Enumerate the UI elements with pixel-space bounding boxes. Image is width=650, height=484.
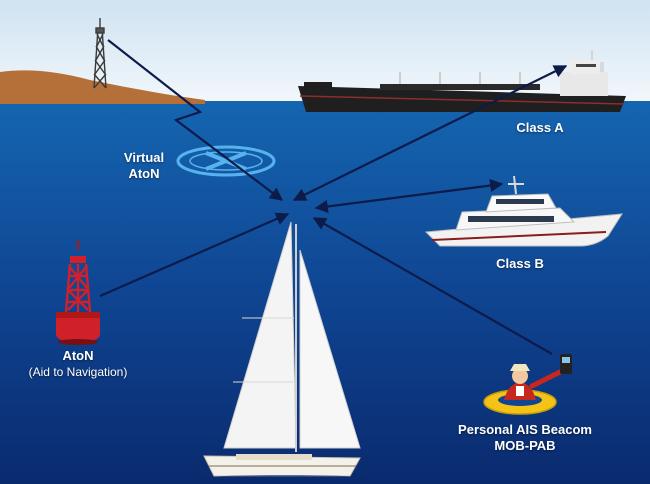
class-b-yacht-icon [424,175,623,247]
pab-label-line2: MOB-PAB [494,438,556,453]
pab-signal-arrow [312,217,553,355]
aton-signal-arrow [99,212,290,298]
aton-label-title: AtoN [62,348,94,363]
virtual-aton-label-line1: Virtual [123,150,165,165]
aton-buoy-icon [56,240,100,345]
lighthouse-tower-icon [93,18,107,89]
virtual-aton-label-line2: AtoN [128,166,160,181]
aton-label-subtitle: (Aid to Navigation) [28,365,128,379]
class-b-label: Class B [496,256,544,271]
class-b-signal-arrow [314,178,504,214]
virtual-aton-marker-icon [176,145,276,177]
aton-label: AtoN (Aid to Navigation) [10,348,146,380]
class-a-label: Class A [516,120,564,135]
pab-label: Personal AIS Beacom MOB-PAB [440,422,610,454]
mob-person-icon [483,354,572,415]
class-a-signal-arrow [292,65,568,201]
pab-label-line1: Personal AIS Beacom [458,422,592,437]
ais-signal-arrows [99,65,568,355]
coastline-land [0,70,205,104]
tower-signal-arrow [107,39,284,201]
virtual-aton-label: Virtual AtoN [112,150,176,182]
sailboat-icon [203,221,364,481]
